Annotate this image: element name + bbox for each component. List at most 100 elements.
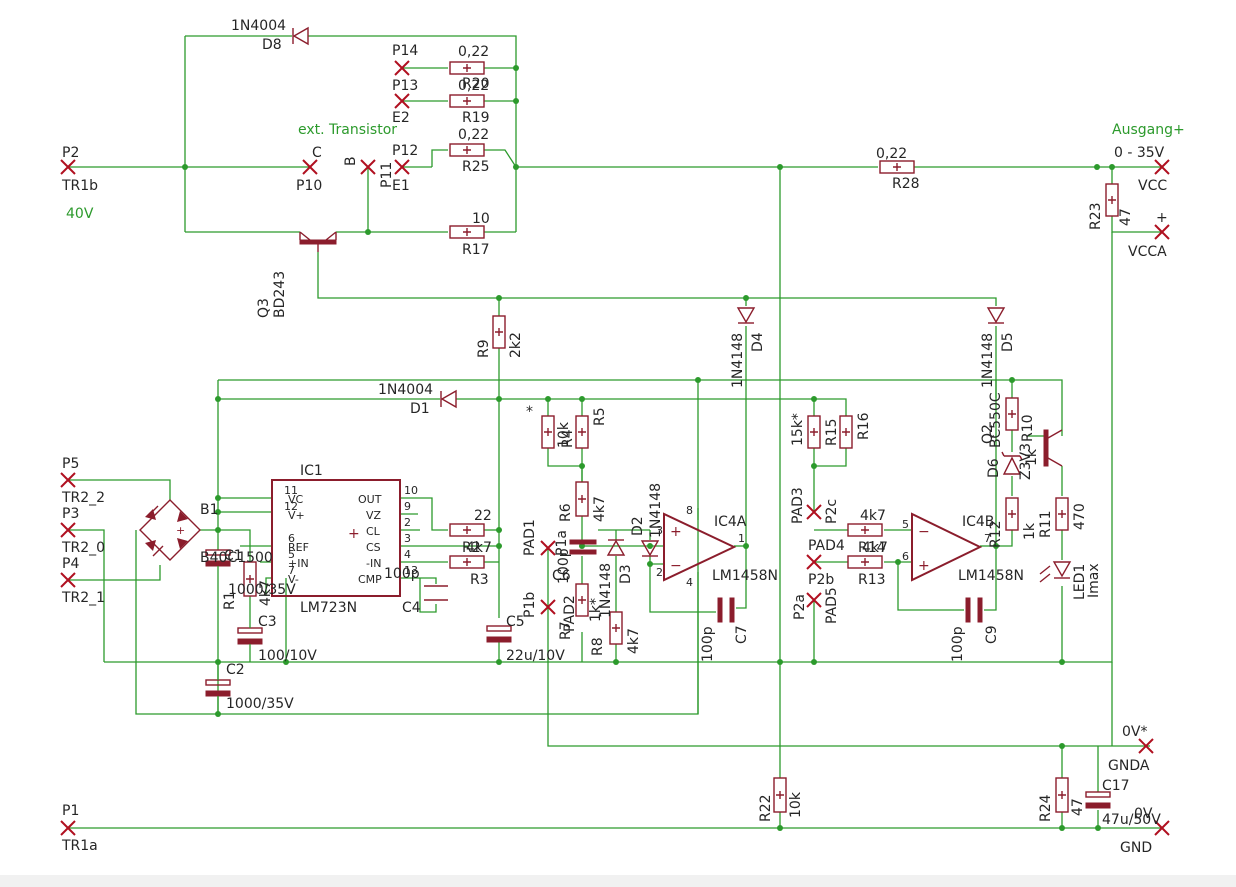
label-c2-value: 1000/35V <box>226 696 294 712</box>
capacitor-c9 <box>965 597 983 623</box>
capacitor-c2 <box>205 662 231 714</box>
diode-d6 <box>1001 451 1023 475</box>
ic1-pin-cl: CL <box>366 525 381 538</box>
label-d4-name: D4 <box>750 332 766 352</box>
resistor-r22 <box>773 777 787 813</box>
label-r28-name: R28 <box>892 176 920 192</box>
ic1-num-12: 12 <box>284 500 298 513</box>
resistor-r2 <box>449 523 485 537</box>
label-c9-value: 100p <box>950 626 966 662</box>
ic4b-pin-5: 5 <box>902 518 909 531</box>
label-p1b: P1b <box>522 592 538 618</box>
label-b: B <box>343 156 359 166</box>
ic4a-pin-8: 8 <box>686 504 693 517</box>
label-c1-name: C1 <box>224 548 243 564</box>
label-r19-name: R19 <box>462 110 490 126</box>
diode-d2 <box>640 540 660 557</box>
led-led1 <box>1039 561 1072 583</box>
ic1-num-4: 4 <box>404 548 411 561</box>
label-r3-name: R3 <box>470 572 489 588</box>
label-d6-name: D6 <box>986 458 1002 478</box>
diode-d8 <box>292 26 309 46</box>
label-tr1b: TR1b <box>61 178 98 194</box>
label-d5-name: D5 <box>1000 332 1016 352</box>
pad-p10 <box>302 159 318 175</box>
label-range: 0 - 35V <box>1114 145 1165 161</box>
pad-gnda <box>1138 738 1154 754</box>
ic1-pin-cs: CS <box>366 541 381 554</box>
label-p13: P13 <box>392 78 418 94</box>
label-p1: P1 <box>62 803 79 819</box>
ic4a-pin-1: 1 <box>738 532 745 545</box>
label-r22-value: 10k <box>788 791 804 818</box>
svg-text:+: + <box>348 526 360 542</box>
labels: 1N4004 D8 P14 P13 E2 P12 E1 C P10 B P11 … <box>61 18 1185 856</box>
label-d2-value: 1N4148 <box>648 483 664 538</box>
pad-p2c <box>806 504 822 520</box>
ic4a-pin-3: 3 <box>656 524 663 537</box>
resistor-r19 <box>449 94 485 108</box>
resistor-r14 <box>847 523 883 537</box>
label-40v: 40V <box>66 206 94 222</box>
label-p11: P11 <box>379 162 395 188</box>
label-r13-name: R13 <box>858 572 886 588</box>
ic4a-opamp: + − <box>663 512 737 582</box>
label-c5-value: 22u/10V <box>506 648 565 664</box>
ic4b-pin-7: 7 <box>984 532 991 545</box>
label-p12: P12 <box>392 143 418 159</box>
label-c2-name: C2 <box>226 662 245 678</box>
label-0v-star: 0V* <box>1122 724 1147 740</box>
label-tr2-0: TR2_0 <box>61 540 105 556</box>
transistor-q2 <box>1043 429 1063 467</box>
bridge-b1: + <box>139 499 201 561</box>
label-c3-name: C3 <box>258 614 277 630</box>
ic4b-opamp: − + <box>911 512 983 582</box>
capacitor-c5 <box>486 625 512 643</box>
label-r17-value: 10 <box>472 211 490 227</box>
label-r12-value: 1k <box>1022 522 1038 540</box>
ic1-num-13: 13 <box>404 564 418 577</box>
label-r7-value: 1k* <box>588 598 604 622</box>
capacitor-c3 <box>237 616 263 662</box>
label-d1-name: D1 <box>410 401 430 417</box>
label-pad5: PAD5 <box>824 587 840 624</box>
label-c7-name: C7 <box>734 625 750 644</box>
junctions <box>182 65 1115 831</box>
resistor-r13 <box>847 555 883 569</box>
label-c9-name: C9 <box>984 625 1000 644</box>
resistor-r15 <box>807 415 821 449</box>
ic1-lm723: + <box>271 479 401 597</box>
label-p5: P5 <box>62 456 79 472</box>
capacitor-c7 <box>717 597 735 623</box>
label-r4-value: 10k <box>556 421 572 448</box>
label-pad1: PAD1 <box>522 519 538 556</box>
resistors <box>243 61 1119 813</box>
label-c4-name: C4 <box>402 600 421 616</box>
label-r14-value: 4k7 <box>860 508 886 524</box>
pad-p14 <box>394 60 410 76</box>
label-r12-name: R12 <box>988 520 1004 548</box>
label-r8-name: R8 <box>590 637 606 656</box>
diode-d5 <box>986 307 1006 324</box>
ic1-pin-vz: VZ <box>366 509 382 522</box>
label-q2-name: Q2 <box>980 424 996 444</box>
label-q3-value: BD243 <box>272 271 288 318</box>
label-0v: 0V <box>1134 806 1153 822</box>
label-ic4a-part: LM1458N <box>712 568 778 584</box>
capacitor-c1 <box>205 549 231 578</box>
label-r28-value: 0,22 <box>876 146 907 162</box>
label-ic4b-name: IC4B <box>962 514 994 530</box>
capacitors <box>205 539 1111 809</box>
pads <box>60 60 1170 836</box>
label-r20-name: R20 <box>462 76 490 92</box>
label-r23-value: 47 <box>1118 208 1134 226</box>
resistor-r16 <box>839 415 853 449</box>
label-r25-value: 0,22 <box>458 127 489 143</box>
pad-p1 <box>60 820 76 836</box>
label-r9-value: 2k2 <box>508 332 524 358</box>
label-r10-value: 1k <box>1024 448 1040 466</box>
resistor-r3 <box>449 555 485 569</box>
svg-text:+: + <box>918 558 930 574</box>
pad-gnd <box>1154 820 1170 836</box>
label-gnd: GND <box>1120 840 1152 856</box>
